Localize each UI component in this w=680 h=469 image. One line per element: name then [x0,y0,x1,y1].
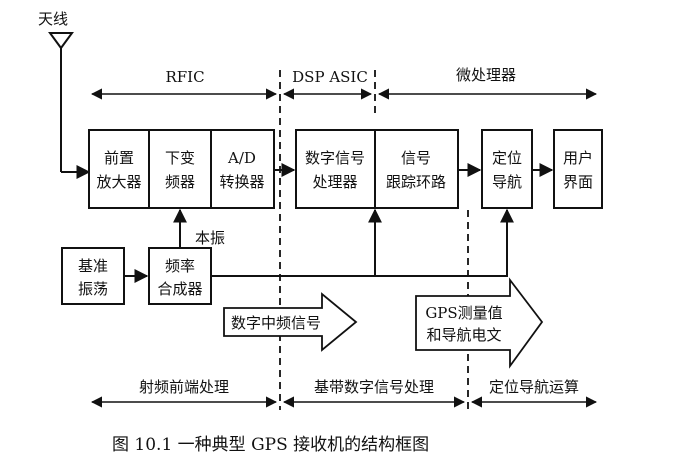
dsp-label-line1: 数字信号 [305,149,365,167]
antenna-label: 天线 [38,10,68,28]
reference-osc-label-line1: 基准 [78,257,108,275]
dsp-label-line2: 处理器 [312,173,357,191]
positioning-block [481,129,533,209]
positioning-label-line1: 定位 [492,149,522,167]
section-dsp-asic-label: DSP ASIC [292,68,368,86]
gps-measurement-label-line1: GPS测量值 [425,304,502,322]
preamp-label-line1: 前置 [104,149,134,167]
user-interface-label-line2: 界面 [563,173,593,191]
antenna: 天线 [38,10,91,179]
local-osc-label: 本振 [195,229,225,247]
section-microprocessor-label: 微处理器 [456,66,516,84]
reference-oscillator-block [61,247,125,305]
preamp-label-line2: 放大器 [96,173,141,191]
digital-if-signal-label: 数字中频信号 [231,314,321,332]
adc-label-line1: A/D [227,149,256,167]
frequency-synthesizer-block [148,247,212,305]
user-interface-label-line1: 用户 [563,149,593,167]
section-baseband-label: 基带数字信号处理 [314,378,434,396]
gps-measurement-label-line2: 和导航电文 [426,326,501,344]
synthesizer-label-line2: 合成器 [157,280,202,298]
positioning-label-line2: 导航 [492,173,522,191]
tracking-loop-label-line1: 信号 [401,149,431,167]
gps-measurement-arrow [415,277,544,369]
figure-caption: 图 10.1 一种典型 GPS 接收机的结构框图 [112,435,429,455]
digital-if-signal-arrow [223,292,358,352]
dsp-asic-block-group [295,129,459,209]
downconverter-label-line1: 下变 [165,149,195,167]
user-interface-block [553,129,603,209]
tracking-loop-label-line2: 跟踪环路 [386,173,446,191]
section-navigation-label: 定位导航运算 [489,378,579,396]
synthesizer-label-line1: 频率 [165,257,195,275]
reference-osc-label-line2: 振荡 [78,280,108,298]
downconverter-label-line2: 频器 [165,173,195,191]
section-rfic-label: RFIC [165,68,204,86]
section-rf-frontend-label: 射频前端处理 [139,378,229,396]
rfic-block-group [88,129,275,209]
antenna-icon [48,32,74,50]
adc-label-line2: 转换器 [219,173,264,191]
